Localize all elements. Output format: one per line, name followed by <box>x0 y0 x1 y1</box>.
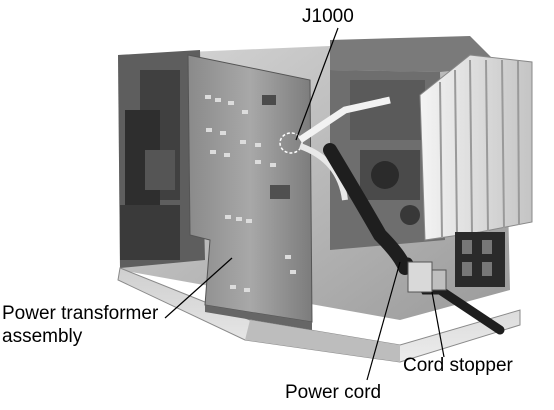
callout-cord-stopper: Cord stopper <box>403 355 513 376</box>
leader-cord-stopper <box>431 291 445 358</box>
cable-bundle <box>298 96 391 201</box>
cord-stopper-part <box>407 261 447 293</box>
terminal-block <box>455 232 505 287</box>
j1000-connector-marker <box>279 132 303 154</box>
callout-power-cord: Power cord <box>285 382 382 403</box>
callout-leaders <box>164 27 445 381</box>
leader-power-transformer <box>164 257 233 319</box>
chassis-base <box>117 267 521 363</box>
heat-sink <box>419 54 533 241</box>
callout-j1000: J1000 <box>302 6 354 27</box>
power-transformer-board <box>187 54 313 330</box>
leader-j1000 <box>295 27 339 141</box>
callout-power-transformer-line1: Power transformer <box>2 303 159 324</box>
leader-power-cord <box>366 261 401 381</box>
callout-power-transformer-line2: assembly <box>2 326 83 347</box>
